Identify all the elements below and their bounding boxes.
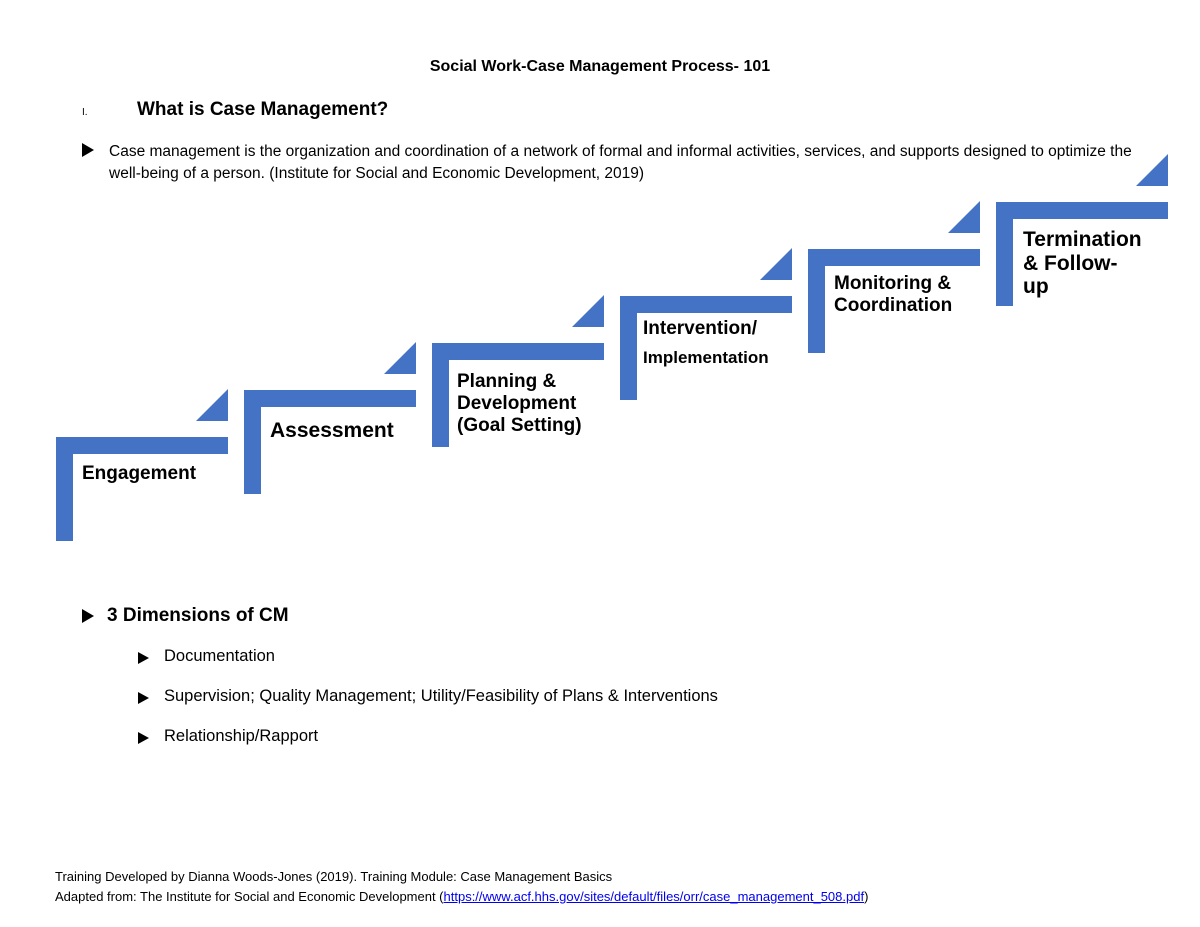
- step-label-engagement: Engagement: [82, 463, 197, 484]
- step-bracket: [56, 437, 228, 541]
- footer-source-suffix: ): [864, 889, 869, 904]
- step-label-monitoring: Monitoring & Coordination: [834, 273, 953, 316]
- step-label-termination: Termination & Follow- up: [1023, 228, 1142, 299]
- sub-bullet-arrow-icon: [138, 692, 149, 704]
- step-bracket: [808, 249, 980, 353]
- dimension-item: Supervision; Quality Management; Utility…: [164, 687, 718, 705]
- footer-source: Adapted from: The Institute for Social a…: [55, 889, 868, 904]
- step-bracket: [432, 343, 604, 447]
- dimensions-heading: 3 Dimensions of CM: [107, 605, 289, 626]
- sub-bullet-arrow-icon: [138, 732, 149, 744]
- step-label-planning: Planning & Development (Goal Setting): [457, 371, 582, 436]
- section-number: I.: [82, 107, 88, 118]
- process-steps-diagram: [56, 154, 1168, 541]
- step-corner-triangle: [1136, 154, 1168, 186]
- footer-source-prefix: Adapted from: The Institute for Social a…: [55, 889, 444, 904]
- page-title: Social Work-Case Management Process- 101: [429, 58, 771, 75]
- step-corner-triangle: [572, 295, 604, 327]
- step-corner-triangle: [384, 342, 416, 374]
- footer-credit: Training Developed by Dianna Woods-Jones…: [55, 869, 613, 884]
- bullet-arrow-icon: [82, 143, 94, 157]
- source-link[interactable]: https://www.acf.hhs.gov/sites/default/fi…: [443, 889, 865, 904]
- dimension-item: Documentation: [164, 647, 275, 665]
- step-bracket: [996, 202, 1168, 306]
- section-heading: What is Case Management?: [137, 99, 389, 120]
- bullet-arrow-icon: [82, 609, 94, 623]
- dimension-item: Relationship/Rapport: [164, 727, 319, 745]
- step-bracket: [620, 296, 792, 400]
- step-label-intervention: Intervention/ Implementation: [643, 318, 769, 367]
- step-corner-triangle: [196, 389, 228, 421]
- step-corner-triangle: [760, 248, 792, 280]
- step-bracket: [244, 390, 416, 494]
- case-management-definition: Case management is the organization and …: [109, 143, 1132, 182]
- sub-bullet-arrow-icon: [138, 652, 149, 664]
- step-label-assessment: Assessment: [270, 419, 394, 442]
- step-shapes: [56, 154, 1168, 541]
- step-corner-triangle: [948, 201, 980, 233]
